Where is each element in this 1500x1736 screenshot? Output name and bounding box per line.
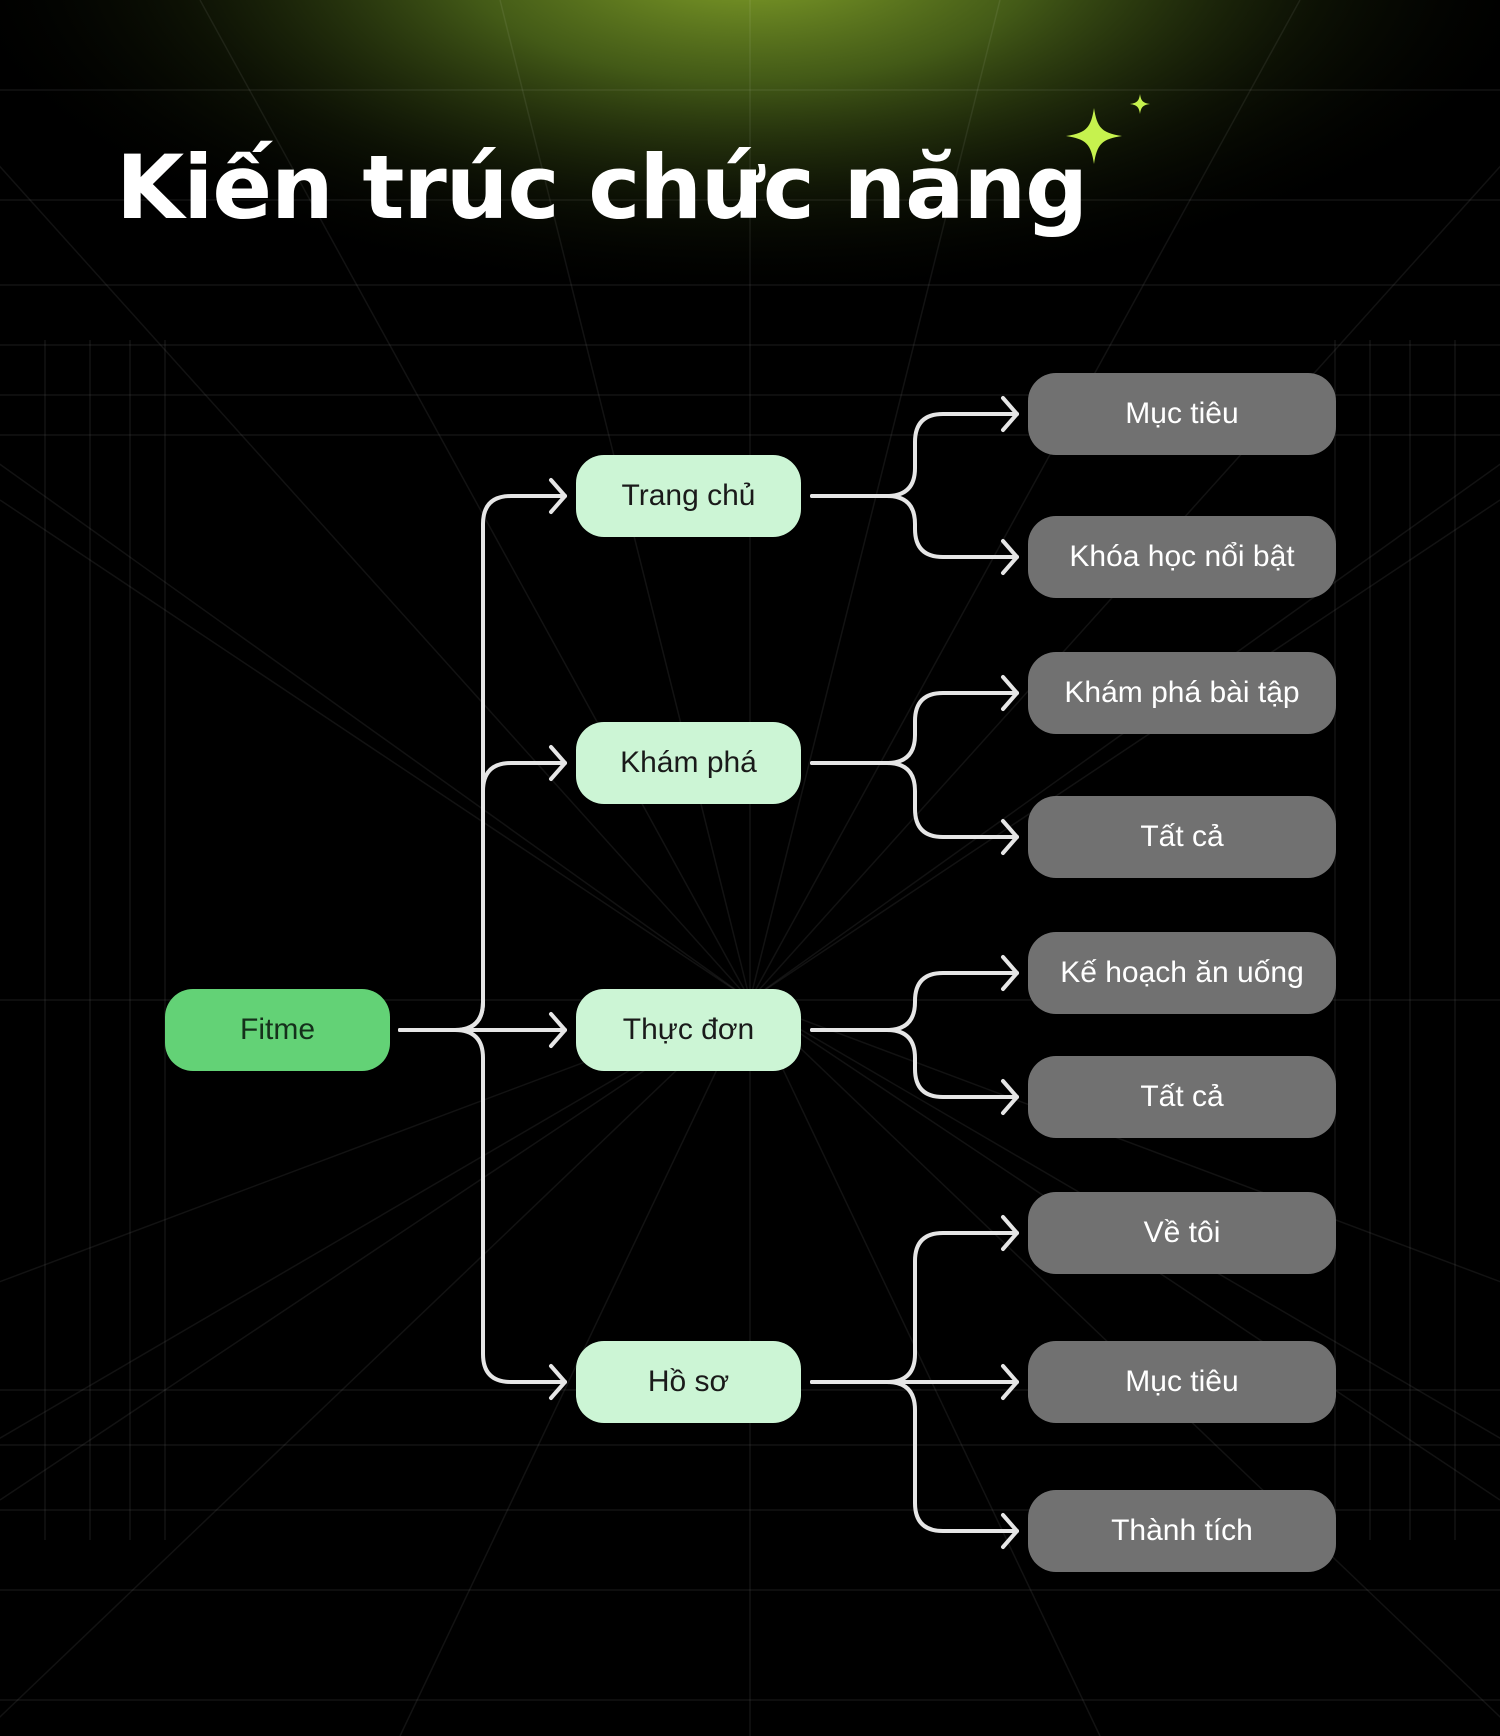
grid-line [0,999,751,1501]
grid-line [0,165,751,1001]
arrow-head-icon [549,478,567,514]
connector-line [810,1028,1019,1099]
node-ve-toi[interactable]: Về tôi [1028,1192,1336,1274]
arrow-head-icon [1001,1364,1019,1400]
connector-line [398,1028,567,1384]
grid-line [399,999,751,1736]
node-muc-tieu-ho-so[interactable]: Mục tiêu [1028,1341,1336,1423]
grid-line [749,499,1500,1001]
node-kham-pha-bai-tap[interactable]: Khám phá bài tập [1028,652,1336,734]
connector-line [810,971,1019,1032]
node-label: Thực đơn [622,1013,755,1046]
node-ke-hoach-an-uong[interactable]: Kế hoạch ăn uống [1028,932,1336,1014]
grid-line [749,463,1500,1001]
node-label: Khóa học nổi bật [1069,540,1295,573]
node-khoa-hoc-noi-bat[interactable]: Khóa học nổi bật [1028,516,1336,598]
node-thanh-tich[interactable]: Thành tích [1028,1490,1336,1572]
arrow-head-icon [549,1364,567,1400]
node-thuc-don[interactable]: Thực đơn [576,989,801,1071]
root-node[interactable]: Fitme [165,989,390,1071]
node-label: Kế hoạch ăn uống [1060,956,1304,989]
grid-line [199,0,751,1001]
node-label: Trang chủ [621,479,756,512]
node-label: Mục tiêu [1125,1365,1239,1398]
connector-line [810,1380,1019,1533]
node-tat-ca-thuc-don[interactable]: Tất cả [1028,1056,1336,1138]
grid-line [749,0,1001,1001]
grid-line [0,499,751,1001]
arrow-head-icon [1001,1079,1019,1115]
arrow-head-icon [1001,1513,1019,1549]
arrow-head-icon [549,1012,567,1048]
node-kham-pha[interactable]: Khám phá [576,722,801,804]
node-trang-chu[interactable]: Trang chủ [576,455,801,537]
grid-line [749,999,1500,1439]
grid-line [0,463,751,1001]
arrow-head-icon [1001,955,1019,991]
connector-line [810,691,1019,765]
connector-line [810,494,1019,559]
connector-line [810,412,1019,498]
node-label: Khám phá [620,746,757,779]
arrow-head-icon [1001,819,1019,855]
grid-line [749,165,1500,1001]
connector-line [810,1231,1019,1384]
grid-line [0,999,751,1718]
node-muc-tieu[interactable]: Mục tiêu [1028,373,1336,455]
arrow-head-icon [1001,539,1019,575]
node-label: Hồ sơ [647,1365,730,1398]
node-label: Thành tích [1111,1514,1253,1547]
connector-line [810,761,1019,839]
connector-line [398,761,567,1032]
grid-line [749,999,1101,1736]
page-title: Kiến trúc chức năng [116,136,1088,239]
grid-line [0,999,751,1283]
arrow-head-icon [1001,675,1019,711]
arrow-head-icon [1001,396,1019,432]
sparkle-icon [1066,94,1150,164]
node-label: Về tôi [1143,1216,1221,1249]
node-label: Mục tiêu [1125,397,1239,430]
arrow-head-icon [549,745,567,781]
node-tat-ca-kham-pha[interactable]: Tất cả [1028,796,1336,878]
node-ho-so[interactable]: Hồ sơ [576,1341,801,1423]
arrow-head-icon [1001,1215,1019,1251]
grid-line [0,999,751,1439]
node-label: Tất cả [1140,820,1224,853]
grid-line [749,0,1301,1001]
node-label: Khám phá bài tập [1064,676,1300,709]
root-node-label: Fitme [240,1013,315,1046]
node-label: Tất cả [1140,1080,1224,1113]
